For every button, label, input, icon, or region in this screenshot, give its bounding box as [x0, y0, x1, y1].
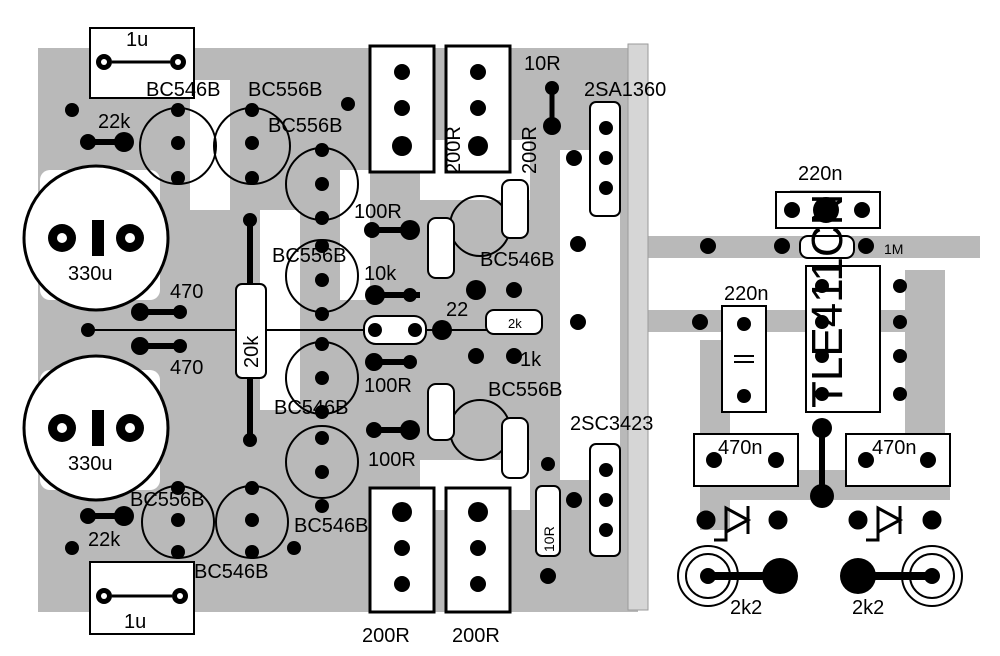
- label-200r-4: 200R: [452, 625, 500, 647]
- heatsink-bar: [627, 43, 649, 611]
- res-20k: 20k: [235, 213, 267, 447]
- label-100r-2: 100R: [364, 375, 412, 397]
- label-100r-1: 100R: [354, 201, 402, 223]
- label-10r-top: 10R: [524, 53, 561, 75]
- label-cap330-bottom: 330u: [68, 453, 113, 475]
- label-10r-bottom: 10R: [541, 526, 557, 552]
- label-cap330-top: 330u: [68, 263, 113, 285]
- res-470: 470 470: [131, 281, 203, 379]
- label-200r-3: 200R: [362, 625, 410, 647]
- label-c-top: 1u: [126, 29, 148, 51]
- label-bc556b-2: BC556B: [268, 115, 343, 137]
- cap-1u-top: 1u: [89, 27, 195, 99]
- label-470-bottom: 470: [170, 357, 203, 379]
- label-100r-3: 100R: [368, 449, 416, 471]
- transistor-pins: [171, 103, 329, 559]
- pots-2k2: [677, 545, 963, 607]
- label-10k: 10k: [364, 263, 397, 285]
- right-section: TLE411CN: [692, 191, 907, 508]
- label-2sa1360: 2SA1360: [584, 79, 666, 101]
- diodes: [696, 505, 942, 542]
- label-22k-bottom: 22k: [88, 529, 121, 551]
- label-22: 22: [446, 299, 468, 321]
- label-1k: 1k: [520, 349, 542, 371]
- label-c-bottom: 1u: [124, 611, 146, 633]
- cap-1u-bottom: 1u: [89, 561, 195, 635]
- label-1m: 1M: [884, 241, 903, 257]
- label-470n-right: 470n: [872, 437, 917, 459]
- label-220n-top: 220n: [798, 163, 843, 185]
- label-220n-mid: 220n: [724, 283, 769, 305]
- label-ic: TLE411CN: [803, 194, 852, 408]
- label-bc556b-1: BC556B: [248, 79, 323, 101]
- res-22k: 22k 22k: [80, 111, 134, 551]
- label-2k: 2k: [508, 316, 522, 331]
- label-470n-left: 470n: [718, 437, 763, 459]
- label-bc556b-5: BC556B: [130, 489, 205, 511]
- label-bc556b-3: BC556B: [272, 245, 347, 267]
- cap-330u-top: 330u: [22, 164, 170, 312]
- clear-5: [340, 170, 370, 300]
- label-470-top: 470: [170, 281, 203, 303]
- center-parts: [65, 81, 586, 555]
- label-2sc3423: 2SC3423: [570, 413, 653, 435]
- label-bc546b-3: BC546B: [274, 397, 349, 419]
- label-22k-top: 22k: [98, 111, 131, 133]
- label-bc546b-2: BC546B: [480, 249, 555, 271]
- label-bc556b-4: BC556B: [488, 379, 563, 401]
- trim-pins: [392, 64, 488, 592]
- label-200r-1: 200R: [443, 126, 465, 174]
- label-200r-2: 200R: [519, 126, 541, 174]
- label-2k2-left: 2k2: [730, 597, 762, 619]
- power-transistors: [535, 101, 621, 584]
- label-20k: 20k: [241, 335, 263, 368]
- label-bc546b-4: BC546B: [294, 515, 369, 537]
- label-2k2-right: 2k2: [852, 597, 884, 619]
- clear-3: [190, 80, 230, 210]
- cap-330u-bottom: 330u: [22, 354, 170, 502]
- cap-470n: [693, 433, 951, 487]
- label-bc546b-1: BC546B: [146, 79, 221, 101]
- label-bc546b-5: BC546B: [194, 561, 269, 583]
- component-labels: BC546B BC556B BC556B BC556B BC546B BC546…: [130, 53, 917, 647]
